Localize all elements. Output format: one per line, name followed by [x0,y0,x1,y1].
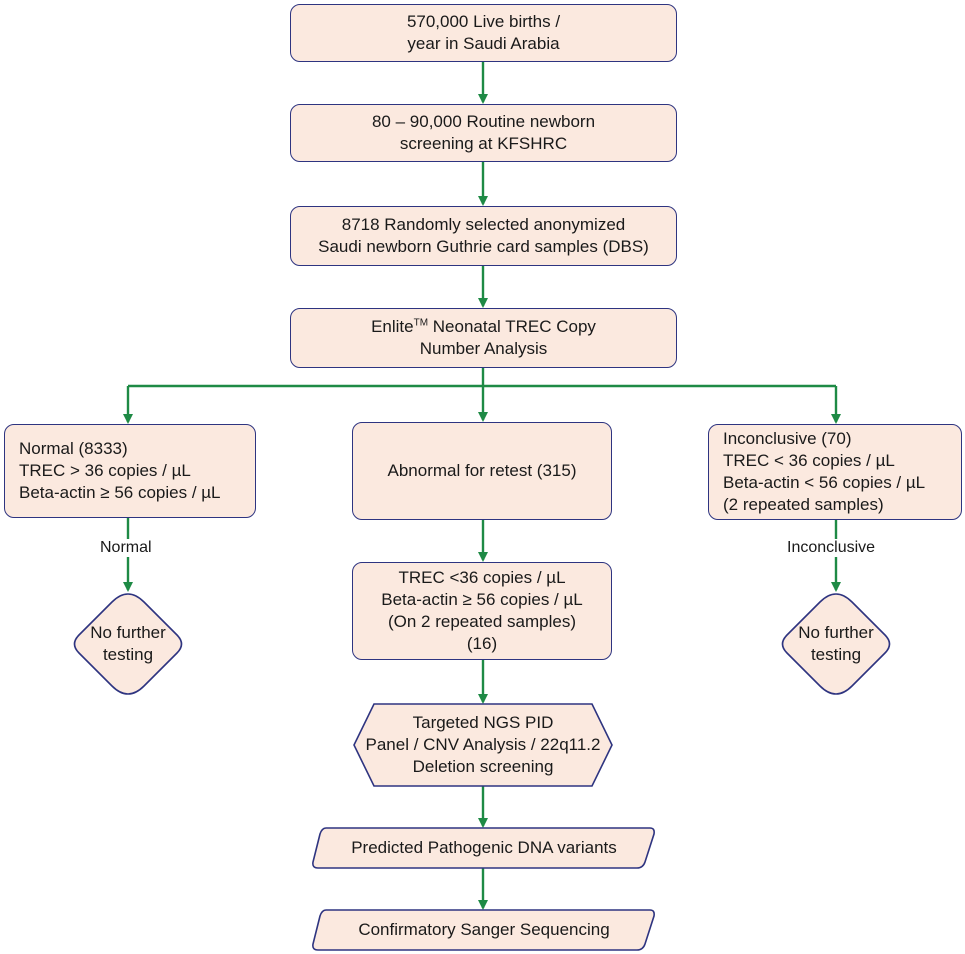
inconclusive-line4: (2 repeated samples) [723,495,884,514]
ngs-line3: Deletion screening [412,757,554,776]
sanger-parallelogram [312,909,655,951]
step-random-samples: 8718 Randomly selected anonymized Saudi … [290,206,677,266]
normal-line2: TREC > 36 copies / µL [19,461,191,480]
ngs-text: Targeted NGS PID Panel / CNV Analysis / … [360,704,606,786]
step-routine-line1: 80 – 90,000 Routine newborn [371,112,596,131]
variants-parallelogram [312,827,655,869]
branch-normal: Normal (8333) TREC > 36 copies / µL Beta… [4,424,256,518]
branch-abnormal-retest: Abnormal for retest (315) [352,422,612,520]
step-live-births-line2: year in Saudi Arabia [407,34,560,53]
outcome-inconclusive-line1: No further [798,623,874,642]
outcome-normal-line2: testing [102,645,154,664]
inconclusive-line3: Beta-actin < 56 copies / µL [723,473,926,492]
sanger-label: Confirmatory Sanger Sequencing [358,920,610,939]
step-samples-line1: 8718 Randomly selected anonymized [341,215,626,234]
normal-line1: Normal (8333) [19,439,128,458]
analysis-trademark: TM [413,317,429,329]
inconclusive-line2: TREC < 36 copies / µL [723,451,895,470]
abnormal-line1: Abnormal for retest (315) [387,461,577,480]
ngs-line1: Targeted NGS PID [412,713,554,732]
edge-label-inconclusive: Inconclusive [784,539,879,557]
edge-label-normal: Normal [97,539,155,557]
outcome-inconclusive-text: No further testing [786,600,886,688]
variants-text: Predicted Pathogenic DNA variants [316,828,652,868]
retest-line1: TREC <36 copies / µL [398,568,566,587]
ngs-hexagon [353,703,613,787]
step-routine-line2: screening at KFSHRC [399,134,568,153]
outcome-normal-text: No further testing [78,600,178,688]
outcome-inconclusive-line2: testing [810,645,862,664]
step-analysis-line2: Number Analysis [419,339,548,358]
analysis-brand: Enlite [371,317,414,336]
retest-line2: Beta-actin ≥ 56 copies / µL [381,590,583,609]
step-samples-line2: Saudi newborn Guthrie card samples (DBS) [318,237,649,256]
retest-line4: (16) [466,634,498,653]
inconclusive-line1: Inconclusive (70) [723,429,852,448]
outcome-diamond-normal [73,593,183,695]
step-analysis-line1: EnliteTM Neonatal TREC Copy [371,316,596,338]
normal-line3: Beta-actin ≥ 56 copies / µL [19,483,221,502]
outcome-normal-line1: No further [90,623,166,642]
ngs-line2: Panel / CNV Analysis / 22q11.2 [365,735,601,754]
variants-label: Predicted Pathogenic DNA variants [351,838,617,857]
step-live-births-line1: 570,000 Live births / [406,12,561,31]
step-routine-screening: 80 – 90,000 Routine newborn screening at… [290,104,677,162]
outcome-diamond-inconclusive [781,593,891,695]
step-live-births: 570,000 Live births / year in Saudi Arab… [290,4,677,62]
branch-inconclusive: Inconclusive (70) TREC < 36 copies / µL … [708,424,962,520]
retest-line3: (On 2 repeated samples) [387,612,577,631]
analysis-line1-rest: Neonatal TREC Copy [428,317,596,336]
sanger-text: Confirmatory Sanger Sequencing [316,910,652,950]
step-trec-analysis: EnliteTM Neonatal TREC Copy Number Analy… [290,308,677,368]
step-retest-result: TREC <36 copies / µL Beta-actin ≥ 56 cop… [352,562,612,660]
